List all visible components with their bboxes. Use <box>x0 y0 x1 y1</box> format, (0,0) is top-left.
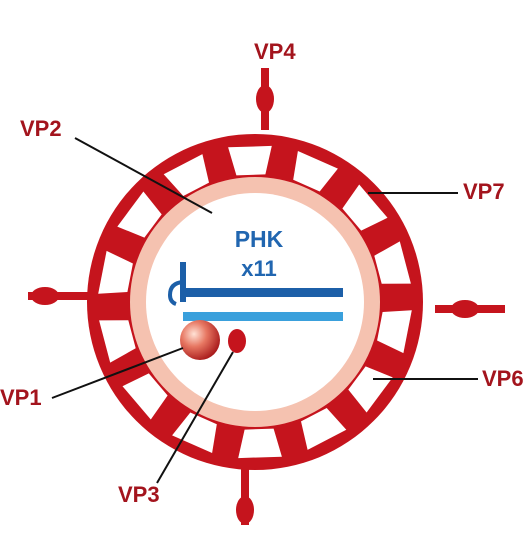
spike-top <box>256 68 274 130</box>
spike-bottom <box>236 460 254 525</box>
capsid-window <box>228 145 272 176</box>
vp1-sphere <box>180 320 220 360</box>
capsid-window <box>377 310 412 354</box>
genome-name: PHK <box>235 226 284 252</box>
label-vp1: VP1 <box>0 385 42 410</box>
capsid-window <box>172 412 217 453</box>
label-vp7: VP7 <box>463 179 505 204</box>
label-vp3: VP3 <box>118 482 160 507</box>
leader-vp1 <box>51 347 184 399</box>
capsid-window <box>293 151 338 192</box>
genome-strand-light <box>183 312 343 321</box>
leader-vp3 <box>156 351 234 484</box>
capsid-window <box>163 154 209 196</box>
capsid-window <box>238 428 282 459</box>
spike-left <box>28 287 98 305</box>
spike-right <box>435 300 505 318</box>
label-vp6: VP6 <box>482 366 524 391</box>
capsid-window <box>99 320 136 363</box>
label-vp2: VP2 <box>20 116 62 141</box>
capsid-window <box>98 250 133 294</box>
capsid-window <box>374 241 411 284</box>
leader-vp2 <box>74 137 213 214</box>
capsid-window <box>348 366 393 413</box>
vp4-spikes <box>28 68 505 525</box>
capsid-window <box>342 184 388 231</box>
capsid-window <box>117 191 162 238</box>
genome-cap-curve <box>167 280 184 306</box>
capsid-windows <box>98 145 412 459</box>
protein-labels: VP4 VP2 VP7 VP6 VP1 VP3 <box>0 39 524 507</box>
vp3-dot <box>228 329 246 353</box>
leader-lines <box>51 137 478 484</box>
capsid-window <box>301 408 347 450</box>
genome-segments: PHK x11 <box>167 226 343 321</box>
capsid-window <box>122 373 168 420</box>
label-vp4: VP4 <box>254 39 296 64</box>
genome-copies: x11 <box>241 256 277 281</box>
genome-strand-dark <box>183 288 343 297</box>
